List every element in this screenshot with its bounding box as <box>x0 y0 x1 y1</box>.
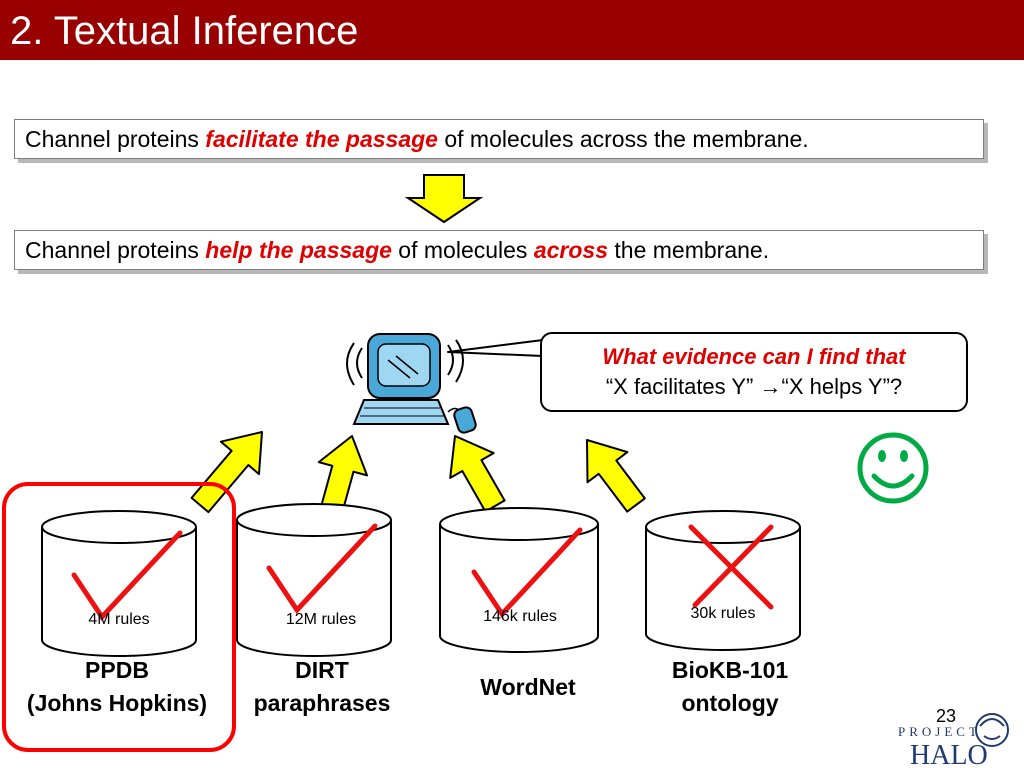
database-cylinder-dirt <box>236 520 392 657</box>
db-name-ppdb-line1: PPDB <box>85 657 149 683</box>
db-rules-wordnet: 146k rules <box>483 608 557 625</box>
page-number: 23 <box>936 706 957 726</box>
source-sentence-highlight: facilitate the passage <box>205 126 438 152</box>
target-sentence-highlight-1: help the passage <box>205 237 392 263</box>
db-rules-biokb: 30k rules <box>690 605 756 622</box>
db-name-ppdb-line2: (Johns Hopkins) <box>26 690 208 716</box>
question-line-1: What evidence can I find that <box>602 344 906 369</box>
database-top-ppdb <box>41 510 197 544</box>
selected-database-highlight <box>2 482 236 752</box>
up-arrow-icon <box>449 435 506 513</box>
database-top-wordnet <box>439 507 599 541</box>
database-top-biokb <box>645 510 801 544</box>
db-rules-dirt: 12M rules <box>285 611 357 628</box>
computer-icon <box>346 333 477 434</box>
db-name-wordnet: WordNet <box>440 671 616 704</box>
database-cylinder-ppdb <box>41 527 197 657</box>
check-mark-icon <box>71 530 183 622</box>
db-name-wordnet-line1: WordNet <box>480 674 576 700</box>
database-wordnet <box>439 507 599 653</box>
db-rules-ppdb: 4M rules <box>88 611 150 628</box>
database-cylinder-biokb <box>645 527 801 651</box>
cross-mark-icon <box>688 524 774 610</box>
target-sentence-middle: of molecules <box>391 237 534 263</box>
smiley-icon <box>857 432 929 504</box>
database-cylinder-wordnet <box>439 524 599 653</box>
down-arrow-icon <box>404 174 484 224</box>
up-arrow-icon <box>190 431 263 514</box>
db-name-biokb: BioKB-101 ontology <box>630 654 830 720</box>
svg-text:HALO: HALO <box>910 740 988 768</box>
database-biokb <box>645 510 801 651</box>
question-bubble: What evidence can I find that “X facilit… <box>540 332 968 412</box>
up-arrow-icon <box>586 439 646 513</box>
database-top-dirt <box>236 503 392 537</box>
project-halo-logo: PROJECT HALO <box>898 713 1009 768</box>
check-mark-icon <box>471 527 583 619</box>
database-ppdb <box>41 510 197 657</box>
question-line-2: “X facilitates Y” →“X helps Y”? <box>605 374 903 399</box>
db-name-dirt: DIRT paraphrases <box>228 654 416 720</box>
db-name-dirt-line1: DIRT <box>295 657 349 683</box>
target-sentence-highlight-2: across <box>533 237 608 263</box>
source-sentence-prefix: Channel proteins <box>25 126 206 152</box>
db-name-ppdb: PPDB (Johns Hopkins) <box>0 654 234 720</box>
target-sentence: Channel proteins help the passage of mol… <box>14 230 984 270</box>
source-sentence-suffix: of molecules across the membrane. <box>437 126 809 152</box>
check-mark-icon <box>266 523 378 615</box>
title-bar: 2. Textual Inference <box>0 0 1024 60</box>
target-sentence-prefix: Channel proteins <box>25 237 206 263</box>
target-sentence-suffix: the membrane. <box>608 237 770 263</box>
svg-text:PROJECT: PROJECT <box>898 724 981 739</box>
up-arrow-icon <box>317 435 368 516</box>
database-dirt <box>236 503 392 657</box>
db-name-biokb-line1: BioKB-101 <box>671 657 789 683</box>
db-name-biokb-line2: ontology <box>681 690 779 716</box>
source-sentence: Channel proteins facilitate the passage … <box>14 119 984 159</box>
slide-title: 2. Textual Inference <box>10 9 359 53</box>
db-name-dirt-line2: paraphrases <box>253 690 391 716</box>
